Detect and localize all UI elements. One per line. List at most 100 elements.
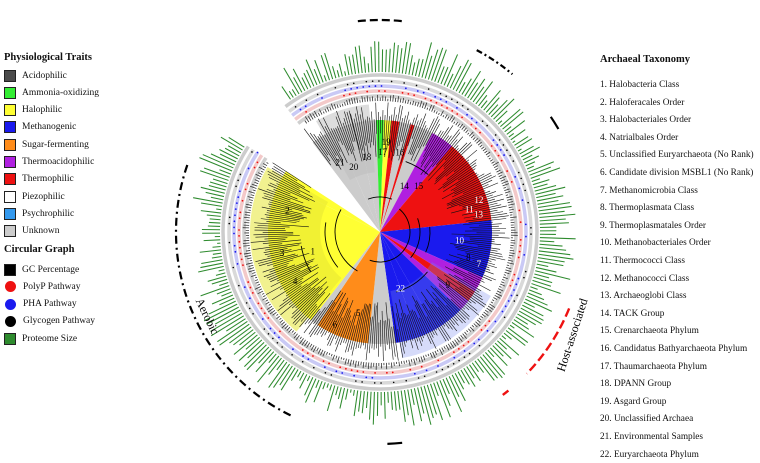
tree-branch [276, 269, 301, 282]
gc-bar [505, 269, 512, 273]
gc-bar [351, 98, 354, 104]
gc-bar [487, 305, 494, 310]
proteome-bar [193, 197, 223, 204]
gc-bar [442, 115, 445, 118]
gc-bar [304, 341, 309, 347]
tree-branch [269, 201, 311, 214]
pha-dot [368, 85, 371, 88]
gc-bar [398, 361, 400, 367]
clade-number-label: 11 [465, 205, 474, 215]
trait-swatch [4, 156, 16, 168]
glycogen-dot [263, 328, 266, 330]
tree-branch [264, 244, 300, 251]
tree-branch [463, 235, 510, 239]
glycogen-dot [251, 151, 253, 153]
tree-branch [458, 194, 493, 207]
tree-branch [457, 248, 506, 261]
proteome-bar [451, 374, 466, 402]
gc-bar [496, 169, 501, 173]
proteome-bar [361, 391, 365, 414]
proteome-bar [208, 185, 226, 191]
glycogen-dot [228, 222, 231, 225]
proteome-bar [199, 157, 233, 172]
tree-branch [295, 286, 320, 309]
proteome-bar [477, 358, 495, 381]
proteome-bar [507, 327, 529, 344]
tree-branch [353, 118, 364, 161]
pha-dot [513, 289, 515, 291]
taxonomy-item: 21. Environmental Samples [600, 432, 704, 442]
pha-dot [243, 286, 246, 289]
glycogen-dot [524, 189, 526, 192]
gc-bar [414, 101, 417, 106]
internal-node-arc [410, 218, 421, 259]
tree-branch [443, 164, 477, 189]
proteome-bar [227, 145, 242, 154]
tree-branch [268, 243, 283, 246]
pha-dot [437, 365, 439, 367]
pha-dot [233, 220, 236, 223]
gc-bar [488, 157, 491, 160]
proteome-bar [358, 390, 362, 412]
gc-bar [310, 345, 315, 351]
tree-branch [335, 127, 344, 145]
proteome-bar [436, 381, 451, 418]
tree-branch [304, 293, 331, 325]
tree-branch [422, 116, 439, 147]
gc-bar [267, 307, 274, 313]
gc-bar [349, 359, 352, 367]
tree-branch [400, 312, 409, 341]
gc-bar [252, 272, 256, 274]
polyp-dot [479, 131, 481, 134]
proteome-bar [464, 70, 481, 97]
tree-branch [451, 198, 504, 214]
clade-number-label: 5 [356, 308, 361, 318]
tree-branch [264, 195, 304, 209]
tree-branch [264, 237, 288, 240]
gc-bar [422, 355, 426, 361]
glycogen-dot [245, 302, 248, 304]
glycogen-dot [445, 95, 447, 98]
gc-bar [362, 361, 365, 369]
tree-branch [414, 304, 437, 349]
gc-bar [502, 183, 509, 187]
gc-bar [426, 107, 429, 110]
proteome-bar [449, 65, 462, 89]
tree-branch [424, 299, 452, 340]
glycogen-dot [232, 266, 235, 269]
gc-bar [457, 123, 461, 127]
polyp-dot [260, 307, 263, 310]
trait-label: Ammonia-oxidizing [22, 87, 100, 98]
gc-bar [413, 358, 416, 366]
proteome-bar [228, 137, 245, 148]
glycogen-dot [378, 80, 380, 82]
proteome-bar [218, 269, 225, 272]
proteome-bar [219, 282, 229, 286]
proteome-bar [210, 315, 244, 337]
trait-label: Thermophilic [22, 174, 74, 185]
proteome-bar [524, 155, 540, 164]
proteome-bar [533, 276, 553, 284]
gc-bar [429, 352, 433, 358]
taxonomy-item: 12. Methanococci Class [600, 273, 690, 284]
tree-branch [365, 119, 369, 144]
gc-bar [260, 170, 264, 173]
polyp-dot [391, 371, 394, 374]
proteome-bar [405, 43, 412, 75]
tree-branch [465, 215, 509, 222]
proteome-bar [216, 208, 222, 211]
proteome-bar [200, 186, 225, 194]
taxonomy-item: 17. Thaumarchaeota Phylum [600, 361, 707, 372]
gc-bar [464, 331, 467, 335]
gc-bar [459, 123, 464, 129]
proteome-bar [245, 336, 260, 350]
tree-branch [361, 107, 369, 155]
tree-branch [266, 216, 300, 222]
proteome-bar [509, 324, 515, 329]
proteome-bar [291, 89, 297, 96]
proteome-bar [344, 54, 350, 76]
glycogen-dot [330, 374, 333, 376]
gc-bar [299, 336, 302, 340]
proteome-bar [445, 377, 463, 413]
pha-dot [523, 253, 526, 256]
